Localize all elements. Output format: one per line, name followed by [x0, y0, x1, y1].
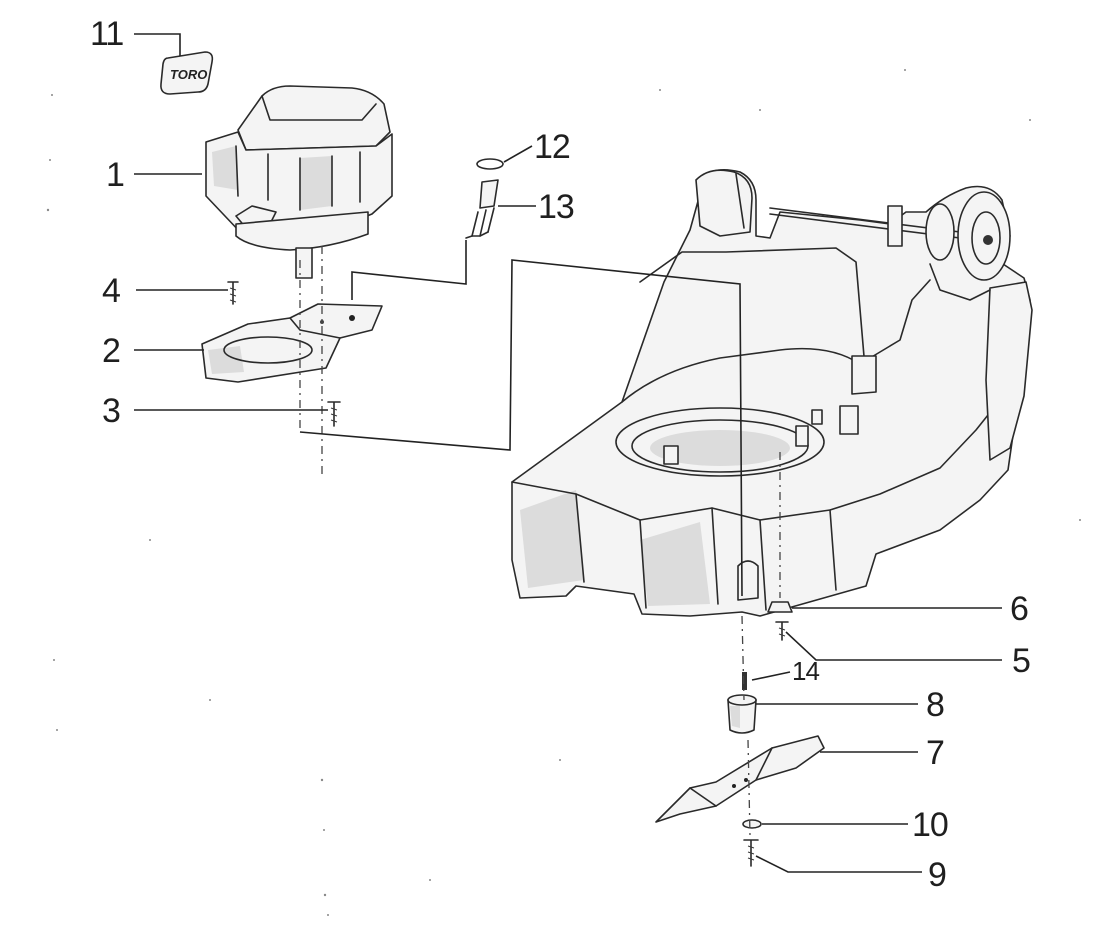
- callout-9: 9: [928, 856, 946, 894]
- part-8-blade-adapter: [727, 694, 757, 734]
- callout-4: 4: [102, 272, 120, 310]
- part-4-screw: [227, 281, 239, 305]
- callout-13: 13: [538, 188, 574, 226]
- part-3-screw: [327, 401, 341, 427]
- part-14-key: [742, 672, 747, 690]
- callout-12: 12: [534, 128, 570, 166]
- part-9-blade-bolt: [743, 839, 759, 867]
- callout-labels: 11 1 4 2 3 12 13 6 5 14 8 7 10 9: [90, 15, 1031, 894]
- callout-11: 11: [90, 15, 123, 53]
- part-5-bolt: [775, 621, 789, 641]
- part-2-base-plate: [201, 303, 383, 383]
- part-6-nut: [767, 601, 793, 613]
- part-12-o-ring: [476, 158, 504, 170]
- assembly-guide-lines: [299, 240, 781, 837]
- callout-10: 10: [912, 806, 948, 844]
- mower-deck-housing: [511, 168, 1033, 617]
- callout-14: 14: [792, 656, 819, 686]
- part-11-toro-badge: TORO: [160, 51, 214, 95]
- callout-5: 5: [1012, 642, 1030, 680]
- part-13-connector: [465, 179, 499, 239]
- callout-8: 8: [926, 686, 944, 724]
- callout-2: 2: [102, 332, 120, 370]
- brand-label: TORO: [170, 67, 207, 82]
- callout-7: 7: [926, 734, 944, 772]
- scan-specks: [46, 69, 1081, 916]
- callout-1: 1: [106, 156, 124, 194]
- part-10-washer: [742, 819, 762, 829]
- callout-6: 6: [1010, 590, 1028, 628]
- leader-lines: [134, 33, 1002, 873]
- part-1-motor: [205, 85, 393, 279]
- part-7-blade: [655, 735, 825, 823]
- callout-3: 3: [102, 392, 120, 430]
